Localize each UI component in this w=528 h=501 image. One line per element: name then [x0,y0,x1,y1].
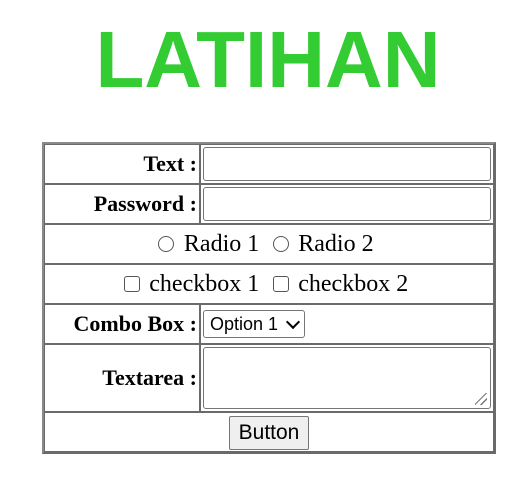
row-combo: Combo Box : Option 1 [44,304,494,344]
radio-2-label[interactable]: Radio 2 [298,230,374,257]
submit-button[interactable]: Button [228,415,310,450]
radio-2-button[interactable] [272,235,289,252]
row-checkbox: checkbox 1 checkbox 2 [44,264,494,304]
radio-1-button[interactable] [158,235,175,252]
page-title: LATIHAN [95,15,441,104]
textarea-input[interactable] [203,347,491,409]
text-input[interactable] [203,147,491,181]
row-textarea: Textarea : [44,344,494,412]
row-text: Text : [44,144,494,184]
form-table: Text : Password : Radio 1 Radio 2 checkb… [42,142,496,454]
combo-box-select[interactable]: Option 1 [203,310,306,339]
combo-label: Combo Box : [44,304,200,344]
chevron-down-icon [285,314,301,329]
checkbox-1-label[interactable]: checkbox 1 [149,270,260,297]
textarea-label: Textarea : [44,344,200,412]
checkbox-2[interactable] [272,275,289,292]
checkbox-1[interactable] [123,275,140,292]
row-button: Button [44,412,494,452]
radio-1-label[interactable]: Radio 1 [183,230,260,257]
row-password: Password : [44,184,494,224]
password-label: Password : [44,184,200,224]
row-radio: Radio 1 Radio 2 [44,224,494,264]
password-input[interactable] [203,187,491,221]
combo-selected-value: Option 1 [210,313,279,334]
checkbox-2-label[interactable]: checkbox 2 [298,270,409,297]
resize-grip-icon[interactable] [475,393,487,405]
text-label: Text : [44,144,200,184]
